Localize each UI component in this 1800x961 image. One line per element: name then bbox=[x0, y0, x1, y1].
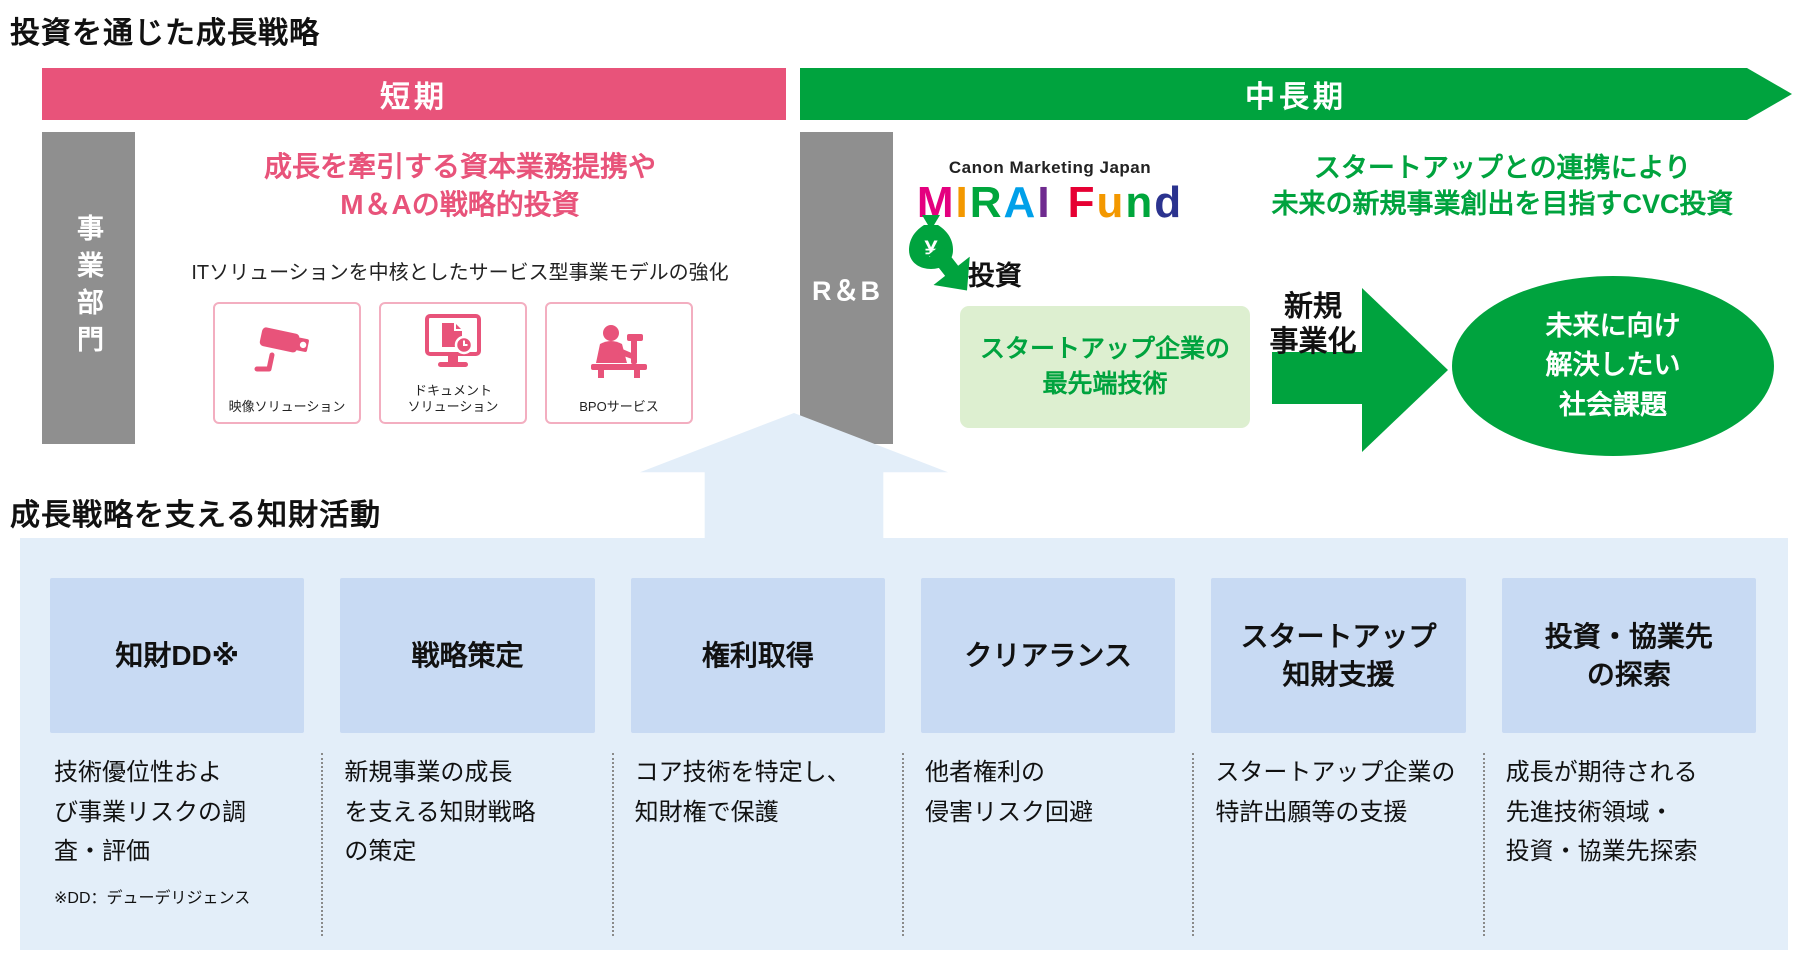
ip-panel: 知財DD※ 戦略策定 権利取得 クリアランス スタートアップ 知財支援 投資・協… bbox=[20, 538, 1788, 950]
invest-label: 投資 bbox=[968, 261, 1022, 291]
business-division-label: 事業部門 bbox=[73, 214, 103, 362]
ip-column-header-clearance: クリアランス bbox=[920, 578, 1176, 733]
solution-cards: 映像ソリューション ドキュメント ソリューション bbox=[213, 302, 693, 424]
ip-column-header-strategy: 戦略策定 bbox=[340, 578, 595, 733]
solution-label: 映像ソリューション bbox=[228, 398, 346, 414]
rb-label: R＆B bbox=[812, 275, 881, 306]
ip-column-desc-clearance: 他者権利の 侵害リスク回避 bbox=[901, 753, 1175, 940]
new-business-arrow-tail bbox=[1272, 352, 1366, 404]
ip-column-desc-startup-support: スタートアップ企業の 特許出願等の支援 bbox=[1192, 753, 1465, 940]
bpo-person-icon bbox=[584, 304, 654, 399]
new-business-label: 新規 事業化 bbox=[1269, 291, 1357, 358]
ip-column-header-exploration: 投資・協業先 の探索 bbox=[1501, 578, 1756, 733]
cvc-heading: スタートアップとの連携により 未来の新規事業創出を目指すCVC投資 bbox=[1271, 153, 1734, 220]
fund-letter: R bbox=[969, 178, 1004, 227]
ip-column-desc-rights: コア技術を特定し、 知財権で保護 bbox=[611, 753, 885, 940]
ip-desc-text: 技術優位性およ び事業リスクの調 査・評価 bbox=[54, 759, 246, 866]
startup-tech-box: スタートアップ企業の 最先端技術 bbox=[960, 306, 1250, 428]
ip-desc-text: スタートアップ企業の 特許出願等の支援 bbox=[1215, 759, 1456, 826]
solution-label: BPOサービス bbox=[579, 398, 659, 414]
ip-header-row: 知財DD※ 戦略策定 権利取得 クリアランス スタートアップ 知財支援 投資・協… bbox=[50, 578, 1756, 733]
ip-desc-text: コア技術を特定し、 知財権で保護 bbox=[634, 759, 851, 826]
banner-short-term-label: 短期 bbox=[380, 81, 448, 114]
business-subheading: ITソリューションを中核としたサービス型事業モデルの強化 bbox=[191, 262, 729, 284]
business-heading: 成長を牽引する資本業務提携や M＆Aの戦略的投資 bbox=[263, 151, 656, 220]
social-issues-ellipse: 未来に向け 解決したい 社会課題 bbox=[1452, 276, 1774, 456]
solution-card-bpo: BPOサービス bbox=[545, 302, 693, 424]
ip-desc-text: 成長が期待される 先進技術領域・ 投資・協業先探索 bbox=[1505, 759, 1698, 866]
surveillance-camera-icon bbox=[252, 304, 322, 399]
solution-card-document: ドキュメント ソリューション bbox=[379, 302, 527, 424]
fund-letter: n bbox=[1125, 178, 1155, 227]
ip-desc-text: 他者権利の 侵害リスク回避 bbox=[924, 759, 1093, 826]
new-business-arrow-head bbox=[1362, 288, 1448, 452]
business-division-bar: 事業部門 bbox=[42, 132, 135, 444]
solution-card-video: 映像ソリューション bbox=[213, 302, 361, 424]
fund-letter: I bbox=[1037, 178, 1052, 227]
banner-mid-long-term: 中長期 bbox=[800, 68, 1792, 120]
fund-brand-text: Canon Marketing Japan bbox=[948, 158, 1152, 177]
ip-desc-text: 新規事業の成長 を支える知財戦略 の策定 bbox=[344, 759, 536, 866]
ip-desc-row: 技術優位性およ び事業リスクの調 査・評価 ※DD：デューデリジェンス 新規事業… bbox=[50, 753, 1756, 940]
up-arrow-shape bbox=[640, 413, 948, 539]
fund-letter: A bbox=[1003, 178, 1038, 227]
document-monitor-icon bbox=[421, 304, 485, 383]
ip-column-header-rights: 権利取得 bbox=[630, 578, 885, 733]
ip-column-desc-strategy: 新規事業の成長 を支える知財戦略 の策定 bbox=[321, 753, 594, 940]
fund-letter: d bbox=[1154, 178, 1184, 227]
solution-label: ドキュメント ソリューション bbox=[407, 382, 499, 414]
ip-column-desc-exploration: 成長が期待される 先進技術領域・ 投資・協業先探索 bbox=[1482, 753, 1756, 940]
fund-letter: F bbox=[1067, 178, 1097, 227]
ip-column-header-startup-support: スタートアップ 知財支援 bbox=[1211, 578, 1466, 733]
page-title-bottom: 成長戦略を支える知財活動 bbox=[10, 499, 382, 532]
fund-letter: I bbox=[955, 178, 970, 227]
ip-column-desc-dd: 技術優位性およ び事業リスクの調 査・評価 ※DD：デューデリジェンス bbox=[50, 753, 304, 940]
ip-desc-note: ※DD：デューデリジェンス bbox=[54, 889, 251, 907]
rb-bar: R＆B bbox=[800, 132, 893, 444]
page-title-top: 投資を通じた成長戦略 bbox=[10, 17, 320, 50]
banner-short-term: 短期 bbox=[42, 68, 786, 120]
ip-column-header-dd: 知財DD※ bbox=[50, 578, 305, 733]
banner-mid-long-term-label: 中長期 bbox=[1245, 81, 1347, 114]
fund-letter: u bbox=[1096, 178, 1126, 227]
